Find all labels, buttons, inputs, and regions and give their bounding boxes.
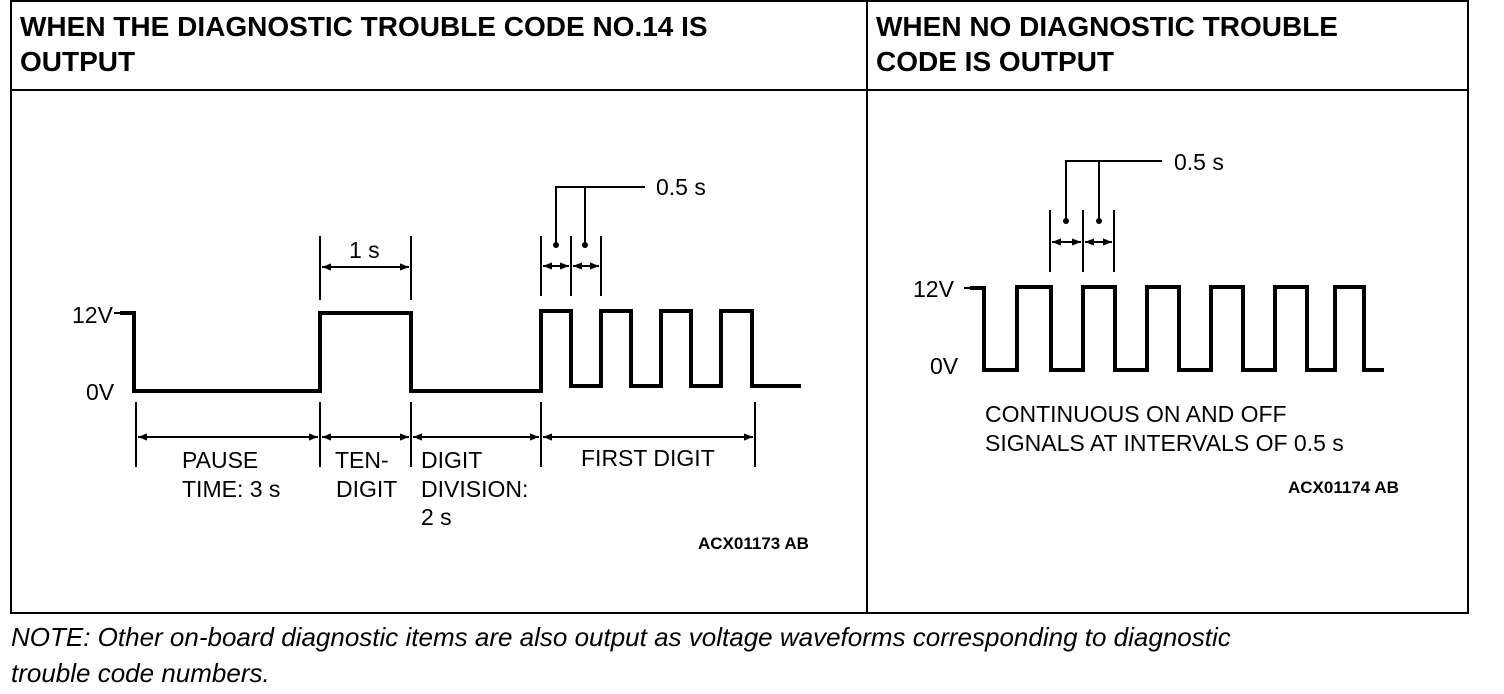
left-half-second-label: 0.5 s: [656, 174, 706, 200]
pause-label-line1: PAUSE: [182, 447, 258, 473]
right-waveform: [970, 285, 1384, 372]
pause-label-line2: TIME: 3 s: [182, 476, 280, 502]
digit-division-label-line2: DIVISION:: [421, 476, 528, 502]
digit-division-label-line1: DIGIT: [421, 447, 482, 473]
left-panel-title-line1: WHEN THE DIAGNOSTIC TROUBLE CODE NO.14 I…: [20, 11, 708, 42]
left-voltage-high-label: 12V: [72, 302, 114, 328]
right-waveform-diagram: 12V 0V 0.5 s CONTINUOUS ON AND OFF SIGNA…: [913, 149, 1399, 497]
ten-digit-label-line1: TEN-: [335, 447, 389, 473]
table-frame: [10, 0, 1469, 614]
right-voltage-low-label: 0V: [930, 353, 959, 379]
right-panel-title-line1: WHEN NO DIAGNOSTIC TROUBLE: [876, 11, 1338, 42]
right-voltage-high-label: 12V: [913, 276, 955, 302]
half-second-leader: [555, 186, 645, 244]
right-half-second-label: 0.5 s: [1174, 149, 1224, 175]
note-line1: NOTE: Other on-board diagnostic items ar…: [11, 622, 1231, 652]
right-half-second-dot-2: [1096, 218, 1102, 224]
left-waveform-diagram: 12V 0V 1 s 0.5 s PAUSE TIME: 3 s: [72, 174, 809, 553]
ten-digit-label-line2: DIGIT: [336, 476, 397, 502]
right-description-line1: CONTINUOUS ON AND OFF: [985, 401, 1287, 427]
right-half-second-leader: [1065, 160, 1162, 220]
right-panel-title-line2: CODE IS OUTPUT: [876, 46, 1114, 77]
half-second-dot-1: [553, 242, 559, 248]
first-digit-label: FIRST DIGIT: [581, 445, 715, 471]
right-half-second-dot-1: [1063, 218, 1069, 224]
one-second-label: 1 s: [349, 237, 380, 263]
half-second-dot-2: [582, 242, 588, 248]
left-waveform: [120, 309, 801, 393]
left-ref-code: ACX01173 AB: [698, 534, 809, 553]
left-panel-title-line2: OUTPUT: [20, 46, 135, 77]
note-line2: trouble code numbers.: [11, 658, 270, 688]
right-description-line2: SIGNALS AT INTERVALS OF 0.5 s: [985, 430, 1344, 456]
left-voltage-low-label: 0V: [86, 379, 115, 405]
right-ref-code: ACX01174 AB: [1288, 478, 1399, 497]
digit-division-label-line3: 2 s: [421, 504, 452, 530]
